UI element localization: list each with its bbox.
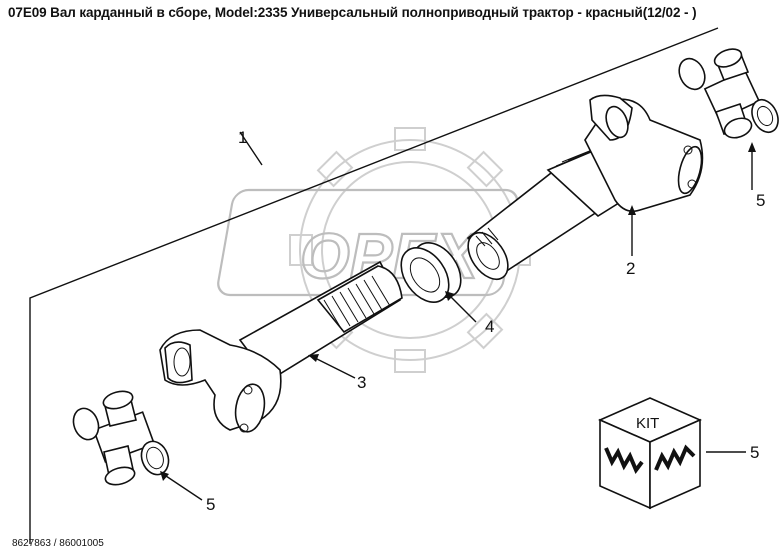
kit-label: KIT bbox=[636, 415, 659, 432]
kit-box-icon: KIT bbox=[598, 397, 702, 510]
callout-3: 3 bbox=[357, 373, 366, 392]
seal-ring-part-4 bbox=[400, 242, 462, 303]
splined-shaft-part-3 bbox=[159, 260, 403, 433]
page-title: 07E09 Вал карданный в сборе, Model:2335 … bbox=[8, 5, 697, 20]
callout-4: 4 bbox=[485, 317, 494, 336]
callout-5-lower: 5 bbox=[206, 495, 215, 514]
assembly-bracket bbox=[29, 27, 719, 544]
callout-2: 2 bbox=[626, 259, 635, 278]
callout-5-upper: 5 bbox=[756, 191, 765, 210]
callout-1: 1 bbox=[238, 128, 247, 147]
universal-cross-lower bbox=[72, 390, 170, 486]
drawing-code: 8627863 / 86001005 bbox=[12, 538, 104, 549]
leader-lines bbox=[160, 142, 756, 501]
callout-5-kit: 5 bbox=[750, 443, 759, 462]
universal-cross-upper bbox=[678, 48, 779, 139]
yoke-tube-part-2 bbox=[466, 94, 704, 280]
